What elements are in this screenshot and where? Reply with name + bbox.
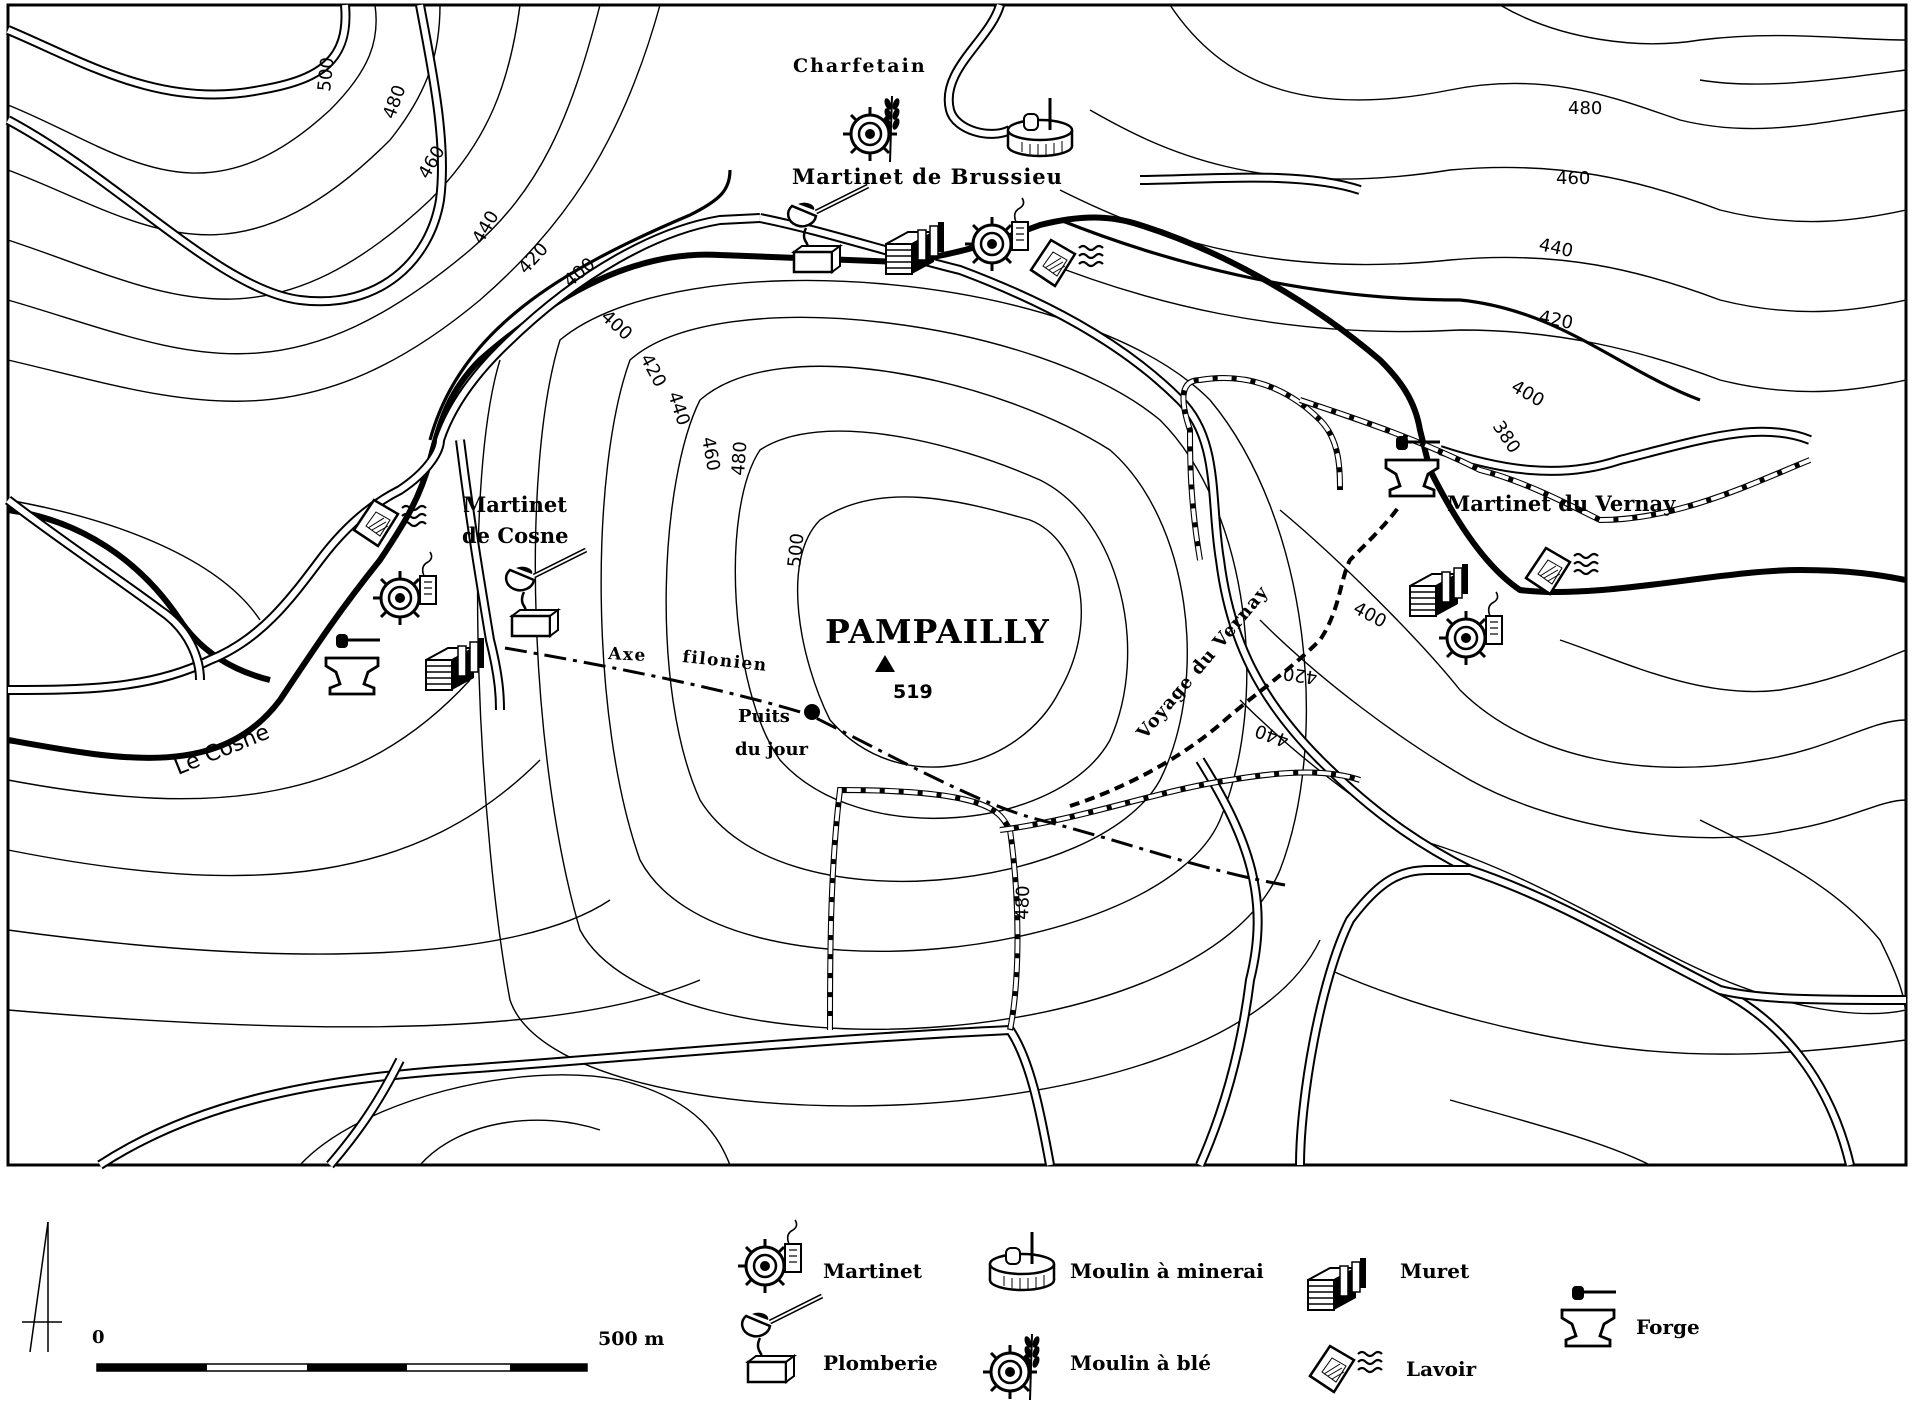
label-martinet-cosne-2: de Cosne [462, 523, 569, 548]
legend-forge-label: Forge [1636, 1315, 1700, 1339]
voyage-du-vernay-path [1069, 503, 1402, 808]
legend-moulin-minerai-label: Moulin à minerai [1070, 1259, 1264, 1283]
legend-moulin-minerai-icon [988, 1230, 1056, 1292]
scale-bar: 0 500 m [92, 1327, 664, 1372]
legend-lavoir-icon [1308, 1344, 1384, 1394]
contour-lines [7, 4, 1907, 1166]
contour-label: 420 [1282, 662, 1319, 688]
tracks [827, 375, 1812, 1031]
contour-label: 480 [1012, 885, 1034, 920]
legend-plomberie-label: Plomberie [823, 1351, 938, 1375]
legend-martinet-label: Martinet [823, 1259, 923, 1283]
label-axe: Axe [607, 644, 648, 666]
summit-name: PAMPAILLY [825, 612, 1050, 651]
legend-moulin-ble-label: Moulin à blé [1070, 1351, 1211, 1375]
contour-label: 500 [314, 56, 338, 92]
legend-muret-label: Muret [1400, 1259, 1470, 1283]
legend-muret-icon [1307, 1257, 1367, 1311]
vein-axis [504, 646, 1286, 887]
roads [4, 3, 1907, 1170]
contour-label: 480 [728, 441, 751, 477]
label-martinet-brussieu: Martinet de Brussieu [792, 164, 1063, 189]
scale-start: 0 [92, 1327, 105, 1348]
map-frame [6, 3, 1908, 1167]
label-charfetain: Charfetain [793, 55, 927, 77]
legend-lavoir-label: Lavoir [1406, 1357, 1477, 1381]
summit-triangle-icon [875, 655, 895, 672]
label-martinet-vernay: Martinet du Vernay [1447, 491, 1676, 516]
contour-label: 480 [1568, 98, 1602, 119]
scale-end: 500 m [598, 1328, 664, 1350]
contour-label: 460 [1556, 168, 1590, 189]
label-martinet-cosne-1: Martinet [463, 492, 567, 517]
label-puits-2: du jour [735, 739, 809, 760]
puits-du-jour-marker [804, 704, 820, 720]
label-puits-1: Puits [738, 706, 790, 727]
north-arrow [22, 1221, 62, 1353]
legend-martinet-icon [736, 1218, 803, 1295]
legend-moulin-ble-icon [981, 1332, 1043, 1402]
legend-plomberie-icon [742, 1296, 822, 1382]
contour-label: 500 [784, 532, 808, 568]
legend: Martinet Plomberie Moulin à minerai Moul… [736, 1218, 1700, 1402]
summit-elevation: 519 [893, 681, 933, 703]
legend-forge-icon [1560, 1284, 1618, 1348]
